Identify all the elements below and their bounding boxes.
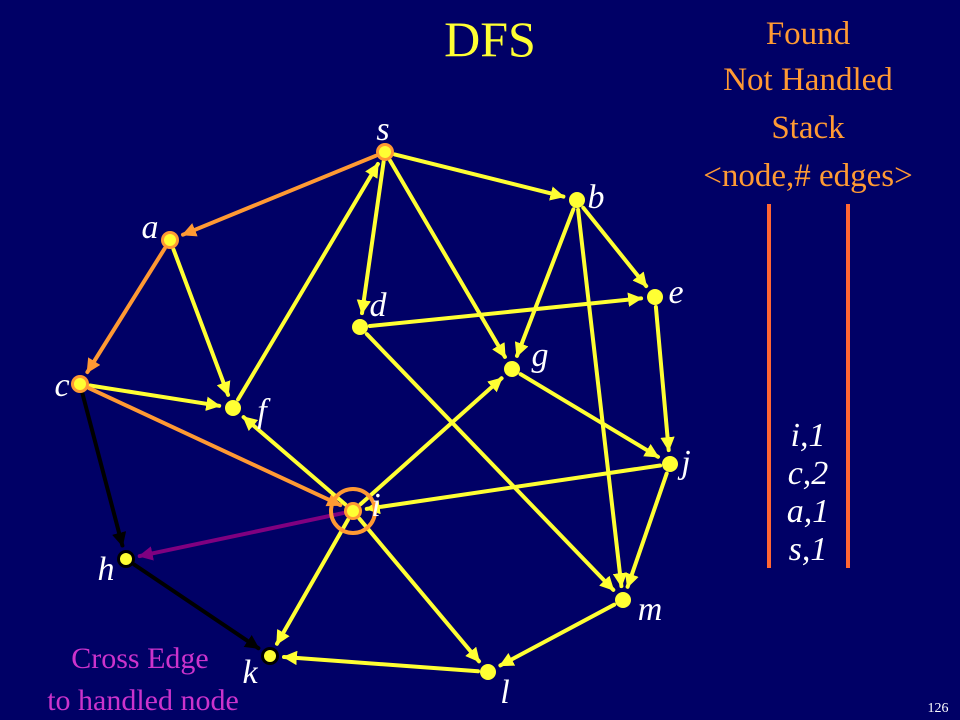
node-label-s: s — [376, 111, 389, 148]
node-s[interactable] — [376, 143, 394, 161]
edge-m-l — [498, 602, 617, 668]
node-d-dot — [352, 319, 368, 335]
legend-found: Found — [766, 16, 851, 52]
node-b[interactable] — [569, 192, 585, 208]
node-label-m: m — [638, 591, 663, 628]
node-b-dot — [569, 192, 585, 208]
node-l[interactable] — [480, 664, 496, 680]
edge-c-h — [80, 391, 127, 548]
node-c[interactable] — [71, 375, 89, 393]
edge-b-e — [581, 205, 649, 289]
edge-d-e — [367, 292, 644, 328]
edge-j-i — [364, 463, 663, 515]
node-f[interactable] — [225, 400, 241, 416]
node-label-c: c — [54, 367, 69, 404]
page-number: 126 — [928, 701, 949, 716]
edge-s-a — [181, 153, 378, 237]
stack: i,1c,2a,1s,1 — [787, 417, 830, 568]
legend-not-handled: Not Handled — [723, 62, 893, 98]
edge-s-g — [388, 158, 507, 359]
slide-title: DFS — [444, 11, 536, 67]
stack-entry: c,2 — [788, 455, 829, 492]
legend-stack-format: <node,# edges> — [703, 158, 913, 194]
node-d[interactable] — [352, 319, 368, 335]
node-m-dot — [615, 592, 631, 608]
edge-a-f — [171, 247, 231, 397]
edge-l-k — [282, 650, 480, 674]
node-g-dot — [504, 361, 520, 377]
edge-s-d — [356, 159, 386, 316]
node-label-k: k — [242, 654, 258, 691]
node-s-dot — [379, 146, 391, 158]
node-h-dot — [120, 553, 132, 565]
node-j[interactable] — [662, 456, 678, 472]
stack-entry: i,1 — [791, 417, 826, 454]
edge-e-j — [653, 305, 675, 453]
edge-i-l — [357, 516, 481, 664]
node-k[interactable] — [261, 647, 279, 665]
node-label-f: f — [257, 393, 271, 430]
edges-layer — [80, 152, 675, 674]
note-handled-node: to handled node — [47, 684, 239, 717]
edge-s-b — [392, 152, 566, 201]
edge-h-k — [132, 562, 261, 651]
node-i-dot — [347, 505, 359, 517]
node-label-a: a — [142, 209, 159, 246]
node-j-dot — [662, 456, 678, 472]
edge-b-m — [576, 207, 628, 589]
current-node-highlight-ring — [329, 487, 377, 535]
edge-i-h — [137, 511, 346, 561]
node-labels-layer: s a b c d e f g h i j k l m — [54, 111, 690, 711]
nodes-layer — [71, 143, 678, 680]
edge-i-g — [358, 376, 504, 507]
edge-g-j — [518, 372, 660, 459]
stack-entry: s,1 — [789, 531, 828, 568]
edge-i-k — [275, 517, 350, 646]
stack-entry: a,1 — [787, 493, 830, 530]
node-m[interactable] — [615, 592, 631, 608]
edge-d-m — [364, 332, 616, 592]
node-i[interactable] — [329, 487, 377, 535]
edge-c-f — [87, 383, 222, 411]
node-h[interactable] — [117, 550, 135, 568]
legend-stack: Stack — [771, 110, 845, 146]
node-g[interactable] — [504, 361, 520, 377]
node-e[interactable] — [647, 289, 663, 305]
node-label-d: d — [370, 287, 388, 324]
edge-j-m — [625, 471, 669, 589]
node-a-dot — [164, 234, 176, 246]
edge-i-f — [241, 415, 348, 507]
node-label-h: h — [98, 551, 115, 588]
node-label-j: j — [677, 444, 690, 481]
node-a[interactable] — [161, 231, 179, 249]
node-label-e: e — [668, 274, 683, 311]
edge-b-g — [514, 207, 576, 358]
node-label-i: i — [371, 487, 380, 524]
node-e-dot — [647, 289, 663, 305]
node-k-dot — [264, 650, 276, 662]
edge-a-c — [85, 246, 167, 375]
node-f-dot — [225, 400, 241, 416]
node-label-b: b — [588, 179, 605, 216]
node-label-g: g — [532, 337, 549, 374]
edge-f-s — [236, 162, 380, 402]
node-c-dot — [74, 378, 86, 390]
note-cross-edge: Cross Edge — [71, 642, 209, 675]
node-label-l: l — [500, 674, 509, 711]
edge-c-i — [87, 386, 343, 508]
node-l-dot — [480, 664, 496, 680]
